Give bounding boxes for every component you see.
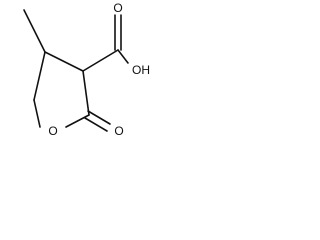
carbonyl-oxygen-label: O xyxy=(114,124,123,138)
chemical-structure: O OH O O xyxy=(23,1,150,138)
bond-c5-c4 xyxy=(33,51,46,101)
bond-c4-methyl xyxy=(23,9,46,53)
bond-c2-ring-o xyxy=(65,114,90,128)
bond-ring-o-c5 xyxy=(33,99,41,128)
hydroxyl-label: OH xyxy=(132,63,150,77)
bond-c4-c3 xyxy=(44,51,84,72)
bond-cooh-oh xyxy=(117,49,129,64)
bond-c3-c2 xyxy=(82,70,90,116)
carboxyl-oxygen-label: O xyxy=(113,1,122,15)
ring-oxygen-label: O xyxy=(48,124,57,138)
bond-c2-carbonyl-o-2 xyxy=(84,117,108,132)
bond-c2-carbonyl-o-1 xyxy=(87,110,111,125)
bond-c3-cooh-carbon xyxy=(82,49,119,72)
